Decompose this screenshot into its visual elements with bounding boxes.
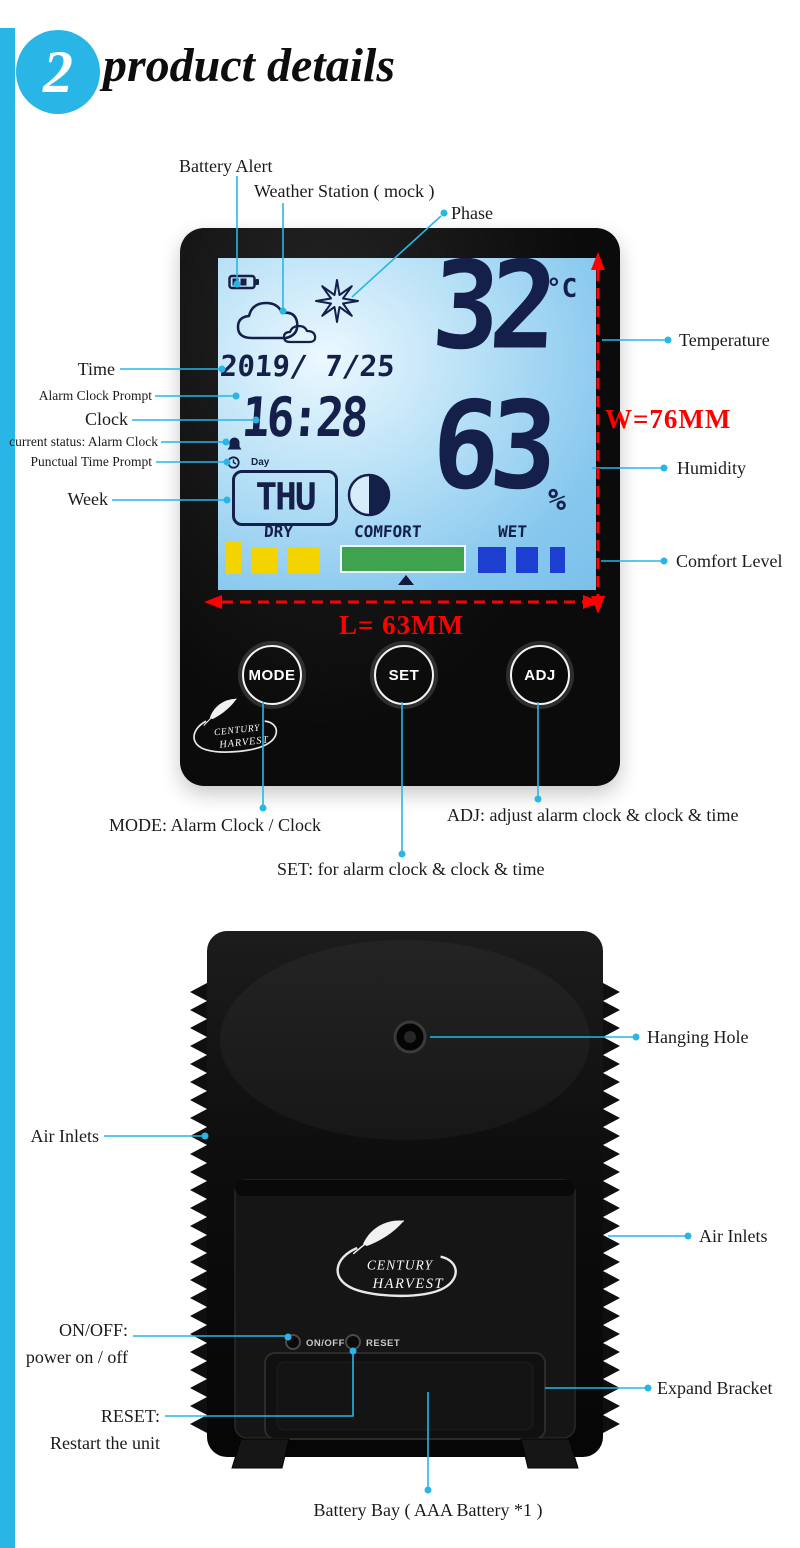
annotation-week: Week	[67, 489, 108, 509]
punctual-time-icon	[227, 456, 240, 469]
annotation-time: Time	[77, 359, 115, 379]
lcd-temperature-unit: °C	[546, 274, 578, 304]
annotation-mode-desc: MODE: Alarm Clock / Clock	[109, 815, 321, 835]
step-badge: 2	[16, 30, 100, 114]
set-button: SET	[374, 645, 434, 705]
annotation-comfort-level: Comfort Level	[676, 551, 783, 571]
adj-button-label: ADJ	[524, 666, 556, 684]
annotation-reset: RESET: Restart the unit	[10, 1403, 160, 1457]
dimension-width-label: W=76MM	[605, 404, 732, 434]
annotation-weather-station: Weather Station ( mock )	[254, 181, 435, 201]
dimension-length-label: L= 63MM	[339, 610, 465, 640]
alarm-clock-icon	[227, 437, 242, 450]
air-inlet-vents-left	[190, 983, 207, 1433]
battery-icon	[228, 274, 259, 290]
lcd-screen: 2019/ 7/25 16:28 Day THU 32 °C 63 % DRY	[218, 258, 596, 590]
lcd-humidity-unit: %	[548, 483, 567, 518]
annotation-battery-alert: Battery Alert	[179, 156, 273, 176]
annotation-adj-desc: ADJ: adjust alarm clock & clock & time	[447, 805, 739, 825]
reset-button-label: RESET	[366, 1338, 400, 1349]
front-logo-line1: CENTURY	[214, 723, 262, 738]
annotation-clock: Clock	[85, 409, 128, 429]
sun-icon	[315, 279, 359, 323]
front-logo-line2: HARVEST	[218, 735, 270, 751]
moon-phase-icon	[347, 473, 391, 517]
dry-level-bar-2	[251, 547, 277, 573]
hanging-hole	[393, 1020, 427, 1054]
annotation-set-desc: SET: for alarm clock & clock & time	[277, 859, 545, 879]
page-title: product details	[103, 39, 396, 92]
expand-bracket-right	[520, 1438, 579, 1469]
lcd-comfort-label: COMFORT	[353, 522, 422, 541]
lcd-date: 2019/ 7/25	[218, 349, 396, 383]
comfort-level-bar	[340, 545, 466, 573]
reset-button: RESET	[345, 1334, 400, 1350]
air-inlet-vents-right	[603, 983, 620, 1433]
annotation-air-inlets-left: Air Inlets	[30, 1126, 99, 1146]
cloud-icon	[236, 301, 317, 344]
annotation-punctual-time-prompt: Punctual Time Prompt	[30, 454, 152, 469]
onoff-button: ON/OFF	[285, 1334, 345, 1350]
annotation-hanging-hole: Hanging Hole	[647, 1027, 749, 1047]
feather-icon	[209, 698, 237, 720]
lcd-day-box: THU	[232, 470, 338, 526]
annotation-current-status: current status: Alarm Clock	[9, 434, 158, 449]
feather-icon	[362, 1220, 404, 1247]
set-button-label: SET	[388, 666, 420, 684]
adj-button: ADJ	[510, 645, 570, 705]
step-number: 2	[43, 38, 73, 105]
weather-station-back: CENTURY HARVEST ON/OFF RESET	[190, 931, 620, 1469]
lcd-dry-label: DRY	[263, 522, 294, 541]
battery-bay-door	[264, 1352, 546, 1440]
wet-level-bar-1	[478, 547, 506, 573]
weather-station-front: 2019/ 7/25 16:28 Day THU 32 °C 63 % DRY	[180, 228, 620, 786]
annotation-temperature: Temperature	[679, 330, 770, 350]
annotation-reset-desc: Restart the unit	[50, 1433, 160, 1453]
annotation-air-inlets-right: Air Inlets	[699, 1226, 768, 1246]
annotation-phase: Phase	[451, 203, 493, 223]
annotation-onoff-desc: power on / off	[25, 1347, 128, 1367]
annotation-onoff-title: ON/OFF:	[58, 1320, 128, 1340]
onoff-button-label: ON/OFF	[306, 1338, 345, 1349]
comfort-pointer-icon	[398, 575, 414, 585]
annotation-expand-bracket: Expand Bracket	[657, 1378, 773, 1398]
annotation-reset-title: RESET:	[100, 1406, 160, 1426]
lcd-time: 16:28	[239, 385, 368, 449]
wet-level-bar-2	[516, 547, 538, 573]
lcd-wet-label: WET	[497, 522, 528, 541]
lcd-day-label: Day	[251, 457, 270, 468]
annotation-alarm-clock-prompt: Alarm Clock Prompt	[38, 388, 152, 403]
mode-button-label: MODE	[248, 666, 296, 684]
back-logo-line2: HARVEST	[372, 1276, 444, 1292]
wet-level-bar-3	[550, 547, 565, 573]
lcd-day: THU	[255, 475, 316, 519]
front-brand-logo: CENTURY HARVEST	[193, 698, 278, 753]
mode-button: MODE	[242, 645, 302, 705]
back-brand-logo: CENTURY HARVEST	[336, 1220, 457, 1298]
dry-level-bar-1	[226, 542, 241, 574]
annotation-onoff: ON/OFF: power on / off	[0, 1317, 128, 1371]
expand-bracket-left	[231, 1438, 290, 1469]
back-logo-line1: CENTURY	[367, 1257, 434, 1272]
annotation-humidity: Humidity	[677, 458, 747, 478]
accent-side-bar	[0, 28, 15, 1548]
dry-level-bar-3	[287, 547, 319, 573]
annotation-battery-bay: Battery Bay ( AAA Battery *1 )	[313, 1500, 543, 1520]
